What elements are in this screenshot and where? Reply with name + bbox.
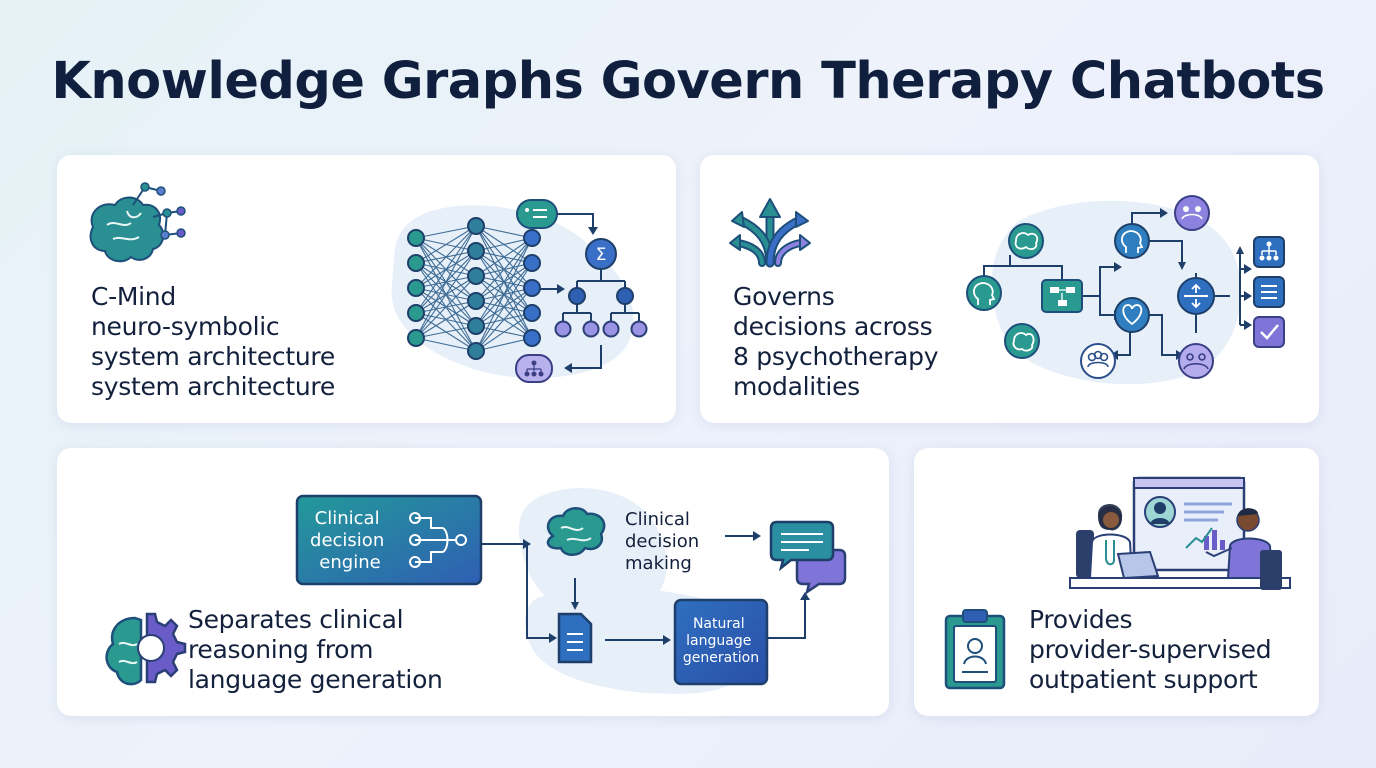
neural-node (407, 329, 425, 347)
neural-node (523, 254, 541, 272)
neural-node (467, 217, 485, 235)
head-thought-icon (1114, 223, 1150, 259)
modalities-line-4: modalities (733, 372, 860, 401)
svg-text:Clinical decision: Clinical decision making (625, 509, 705, 574)
page-title: Knowledge Graphs Govern Therapy Chatbots (51, 52, 1325, 111)
decision-engine-box: Clinical decision engine (295, 494, 483, 586)
neural-node (523, 279, 541, 297)
list-icon (1253, 276, 1285, 308)
card-modalities: Governs decisions across 8 psychotherapy… (700, 155, 1319, 423)
c-mind-line-1: C-Mind (91, 282, 176, 311)
card-separation: Clinical decision engine (57, 448, 889, 716)
separation-line-3: language generation (188, 665, 443, 694)
decision-label-1: Clinical (625, 509, 690, 530)
separation-diagram: Clinical decision engine (105, 488, 847, 694)
neural-node (407, 254, 425, 272)
c-mind-line-3: system architecture (91, 342, 335, 371)
engine-label-3: engine (319, 552, 380, 573)
group-icon (1080, 343, 1116, 379)
c-mind-line-2: neuro-symbolic (91, 312, 280, 341)
neural-node (407, 304, 425, 322)
branching-arrows-icon (729, 198, 811, 268)
modalities-line-3: 8 psychotherapy (733, 342, 939, 371)
sigma-icon: Σ (585, 238, 617, 270)
svg-text:Σ: Σ (596, 245, 607, 265)
card-support: Provides provider-supervised outpatient … (914, 448, 1319, 716)
hierarchy-icon (1253, 236, 1285, 268)
support-illustration (944, 476, 1291, 690)
engine-label-2: decision (310, 530, 384, 551)
separation-line-1: Separates clinical (188, 605, 404, 634)
engine-label-1: Clinical (315, 508, 380, 529)
decision-label-3: making (625, 553, 692, 574)
head-icon (966, 275, 1002, 311)
nlg-label-3: generation (683, 650, 759, 666)
separation-text: Separates clinical reasoning from langua… (188, 605, 443, 695)
clipboard-icon (944, 609, 1006, 690)
modalities-line-1: Governs (733, 282, 835, 311)
chat-bubbles-icon (769, 520, 847, 595)
c-mind-diagram: Σ (89, 182, 648, 383)
modalities-diagram (729, 195, 1285, 385)
neural-node (467, 292, 485, 310)
card-c-mind: Σ (57, 155, 676, 423)
c-mind-line-4: system architecture (91, 372, 335, 401)
telehealth-scene-icon (1069, 476, 1291, 590)
svg-text:Natural language: Natural language generation (683, 616, 759, 666)
flowchart-icon (1041, 279, 1083, 313)
neural-node (523, 304, 541, 322)
brain-gear-icon (105, 612, 187, 686)
modalities-line-2: decisions across (733, 312, 933, 341)
support-line-1: Provides (1029, 605, 1133, 634)
document-icon (557, 612, 593, 664)
brain-circle-icon (1004, 323, 1040, 359)
neural-node (407, 279, 425, 297)
neural-network-icon (415, 225, 533, 352)
modalities-text: Governs decisions across 8 psychotherapy… (733, 282, 939, 402)
decision-icon (1177, 277, 1215, 315)
neural-node (467, 242, 485, 260)
neural-node (523, 329, 541, 347)
team-icon (1174, 195, 1210, 231)
c-mind-text: C-Mind neuro-symbolic system architectur… (91, 282, 335, 402)
neural-node (467, 342, 485, 360)
decision-label-2: decision (625, 531, 699, 552)
chat-list-icon (516, 199, 558, 229)
brain-icon (1008, 223, 1044, 259)
support-line-3: outpatient support (1029, 665, 1258, 694)
brain-network-icon (89, 182, 186, 263)
support-line-2: provider-supervised (1029, 635, 1272, 664)
support-text: Provides provider-supervised outpatient … (1029, 605, 1272, 695)
hierarchy-icon (515, 354, 553, 383)
check-icon (1253, 316, 1285, 348)
neural-node (467, 317, 485, 335)
heart-icon (1114, 297, 1150, 333)
nlg-box: Natural language generation (673, 598, 769, 686)
nlg-label-2: language (686, 633, 751, 649)
svg-text:Clinical decision: Clinical decision engine (310, 508, 390, 573)
symbolic-tree-icon (562, 269, 640, 321)
separation-line-2: reasoning from (188, 635, 374, 664)
neural-node (523, 229, 541, 247)
people-icon (1178, 343, 1214, 379)
brain-icon (546, 507, 606, 556)
neural-node (407, 229, 425, 247)
neural-network-nodes (407, 217, 541, 360)
nlg-label-1: Natural (693, 616, 745, 632)
neural-node (467, 267, 485, 285)
